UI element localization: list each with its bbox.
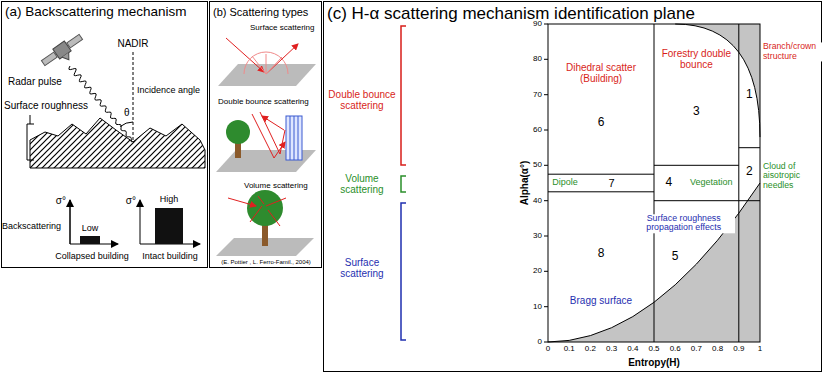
scatter-lobe <box>244 52 288 74</box>
scatter-ray <box>262 116 284 130</box>
zone-label: Surface roughness propagation effects <box>633 214 735 233</box>
axis-tick: 1 <box>758 345 762 354</box>
zone-label: Vegetation <box>690 178 733 188</box>
axis-tick: 60 <box>533 126 542 135</box>
type-label: Surface scattering <box>250 24 314 33</box>
axis-tick: 90 <box>533 20 542 29</box>
tree-crown <box>247 190 283 226</box>
axis-tick: 0.5 <box>648 345 659 354</box>
bar-label: Low <box>82 224 99 234</box>
direction-label: NADIR <box>117 38 148 49</box>
zone-number: 4 <box>665 176 672 189</box>
scatter-lobe <box>252 54 282 74</box>
building <box>290 116 298 160</box>
axis-tick: 70 <box>533 90 542 99</box>
zone-label: Bragg surface <box>570 294 632 305</box>
axis-tick: 20 <box>533 267 542 276</box>
building <box>286 116 302 160</box>
zone-label: Branch/crown structure <box>762 43 822 62</box>
satellite <box>40 32 88 73</box>
axis-tick: 30 <box>533 232 542 241</box>
plot-frame <box>548 24 760 342</box>
axis-tick: 80 <box>533 55 542 64</box>
zone-number: 5 <box>672 251 679 264</box>
bracket <box>401 176 406 192</box>
axis-title: Entropy(H) <box>628 357 680 368</box>
scatter-ray <box>228 198 256 206</box>
nadir-line <box>133 52 134 140</box>
zone-number: 7 <box>609 177 615 189</box>
axis-symbol: σ° <box>56 195 66 206</box>
type-label: Double bounce scattering <box>218 98 309 107</box>
bracket <box>401 26 406 165</box>
axis-tick: 0.2 <box>585 345 596 354</box>
axis-title: Backscattering <box>2 222 61 232</box>
high-bar <box>155 208 183 244</box>
zone-label: Cloud of aisotropic needles <box>762 162 820 191</box>
boundary-curve <box>675 24 760 137</box>
annotation-label: Incidence angle <box>137 86 200 96</box>
group-label: Volume scattering <box>326 173 398 195</box>
chart-axis <box>70 200 71 244</box>
citation: (E. Pottier , L. Ferro-Famil., 2004) <box>221 259 311 266</box>
group-label: Surface scattering <box>326 257 398 279</box>
bracket <box>401 203 406 340</box>
axis-ticks <box>544 24 548 342</box>
type-label: Volume scattering <box>244 182 308 191</box>
bar-caption: Collapsed building <box>55 252 129 262</box>
axis-tick: 0.4 <box>627 345 638 354</box>
panel-title: (c) H-α scattering mechanism identificat… <box>327 4 695 24</box>
axis-tick: 10 <box>533 302 542 311</box>
axis-tick: 0.8 <box>712 345 723 354</box>
panel-box: (b) Scattering types <box>209 1 322 268</box>
annotation-label: Surface roughness <box>4 100 88 111</box>
chart-axis <box>140 200 141 244</box>
axis-symbol: σ° <box>126 195 136 206</box>
zone-number: 1 <box>746 88 753 101</box>
scatter-ray <box>250 196 286 226</box>
axis-tick: 0.1 <box>564 345 575 354</box>
angle-arc <box>120 122 133 127</box>
zone-number: 3 <box>693 106 700 119</box>
infeasible-region <box>675 24 760 137</box>
panel-title: (b) Scattering types <box>213 6 308 19</box>
zone-boundary <box>548 24 760 342</box>
tree-crown <box>226 120 250 144</box>
axis-tick: 40 <box>533 196 542 205</box>
axis-tick: 0.3 <box>606 345 617 354</box>
zone-label: Dihedral scatter (Building) <box>551 62 651 84</box>
axis-title: Alpha(α°) <box>519 161 530 206</box>
chart-axis <box>70 200 118 244</box>
angle-symbol: θ <box>124 107 130 118</box>
axis-tick: 0.7 <box>691 345 702 354</box>
terrain <box>30 118 205 168</box>
axis-tick: 0.9 <box>733 345 744 354</box>
scatter-ray <box>260 112 285 154</box>
axis-tick: 50 <box>533 161 542 170</box>
annotation-label: Radar pulse <box>8 76 62 87</box>
panel-title: (a) Backscattering mechanism <box>5 4 187 20</box>
roughness-bracket <box>27 115 34 160</box>
zone-number: 6 <box>598 116 605 129</box>
zone-label: Dipole <box>552 178 578 188</box>
axis-tick: 0.6 <box>670 345 681 354</box>
zone-number: 8 <box>598 247 605 260</box>
bar-caption: Intact building <box>142 252 198 262</box>
low-bar <box>80 236 100 244</box>
axis-tick: 0 <box>546 345 550 354</box>
zone-label: Forestry double bounce <box>656 48 736 70</box>
axis-tick: 0 <box>538 338 542 347</box>
group-label: Double bounce scattering <box>326 89 398 111</box>
bar-label: High <box>160 195 179 205</box>
zone-number: 2 <box>746 166 753 179</box>
ground-plane <box>218 64 316 86</box>
